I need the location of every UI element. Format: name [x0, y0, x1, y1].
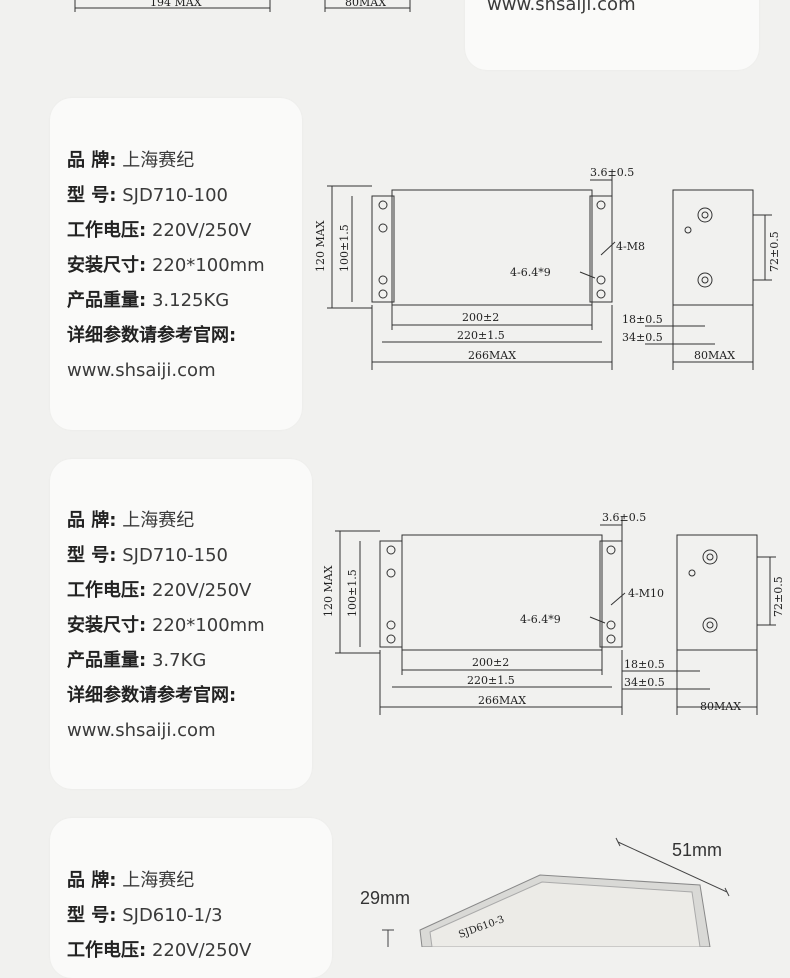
- more-info-label: 详细参数请参考官网:: [67, 685, 237, 706]
- size-label: 安装尺寸:: [67, 255, 147, 276]
- brand-value: 上海赛纪: [122, 870, 195, 891]
- size-value: 220*100mm: [151, 255, 265, 276]
- website-link[interactable]: www.shsaiji.com: [67, 720, 216, 741]
- size-label: 安装尺寸:: [67, 615, 147, 636]
- dim-220: 220±1.5: [457, 329, 505, 342]
- voltage-value: 220V/250V: [151, 940, 252, 961]
- model-value: SJD610-1/3: [122, 905, 223, 926]
- dim-holes: 4-6.4*9: [520, 613, 561, 626]
- size-value: 220*100mm: [151, 615, 265, 636]
- dim-80: 80MAX: [700, 700, 741, 713]
- more-info-label: 详细参数请参考官网:: [67, 325, 237, 346]
- photo-dim-height: 29mm: [360, 888, 411, 908]
- dim-80: 80MAX: [694, 349, 735, 362]
- brand-value: 上海赛纪: [122, 150, 195, 171]
- weight-label: 产品重量:: [67, 650, 147, 671]
- product-card-sjd710-150: [50, 459, 312, 789]
- product-card-sjd710-100: [50, 98, 302, 430]
- photo-dim-length: 51mm: [672, 840, 723, 860]
- top-drawing-fragment: 194 MAX 80MAX: [74, 0, 411, 12]
- voltage-label: 工作电压:: [67, 580, 147, 601]
- dim-72: 72±0.5: [768, 231, 781, 272]
- model-label: 型 号:: [67, 905, 117, 926]
- dim-72: 72±0.5: [772, 576, 785, 617]
- weight-value: 3.7KG: [151, 650, 207, 671]
- dim-100: 100±1.5: [338, 224, 351, 272]
- dim-100: 100±1.5: [346, 569, 359, 617]
- technical-drawing-sjd710-150: 3.6±0.5 4-M10 4-6.4*9 200±2 220±1.5 266M…: [322, 511, 785, 715]
- dim-holes: 4-6.4*9: [510, 266, 551, 279]
- dim-m-screw: 4-M8: [616, 240, 645, 253]
- dim-34: 34±0.5: [622, 331, 663, 344]
- spec-list-sjd710-150: 品 牌: 上海赛纪 型 号: SJD710-150 工作电压: 220V/250…: [67, 503, 265, 748]
- dim-34: 34±0.5: [624, 676, 665, 689]
- top-dim-mid: 80MAX: [345, 0, 386, 9]
- dim-3-6: 3.6±0.5: [590, 166, 634, 179]
- dim-266: 266MAX: [478, 694, 526, 707]
- website-link[interactable]: www.shsaiji.com: [67, 360, 216, 381]
- technical-drawing-sjd710-100: 3.6±0.5 4-M8 4-6.4*9 200±2 220±1.5 266MA…: [314, 166, 781, 370]
- dim-3-6: 3.6±0.5: [602, 511, 646, 524]
- model-label: 型 号:: [67, 185, 117, 206]
- top-url[interactable]: www.shsaiji.com: [487, 0, 636, 15]
- voltage-label: 工作电压:: [67, 940, 147, 961]
- voltage-value: 220V/250V: [151, 220, 252, 241]
- spec-list-sjd610: 品 牌: 上海赛纪 型 号: SJD610-1/3 工作电压: 220V/250…: [67, 863, 251, 968]
- voltage-label: 工作电压:: [67, 220, 147, 241]
- model-value: SJD710-150: [122, 545, 229, 566]
- dim-18: 18±0.5: [622, 313, 663, 326]
- model-value: SJD710-100: [122, 185, 229, 206]
- dim-120: 120 MAX: [322, 565, 335, 617]
- dim-18: 18±0.5: [624, 658, 665, 671]
- dim-266: 266MAX: [468, 349, 516, 362]
- top-dim-left: 194 MAX: [150, 0, 202, 9]
- brand-label: 品 牌:: [67, 150, 117, 171]
- voltage-value: 220V/250V: [151, 580, 252, 601]
- dim-120: 120 MAX: [314, 220, 327, 272]
- weight-value: 3.125KG: [151, 290, 230, 311]
- dim-m-screw: 4-M10: [628, 587, 664, 600]
- weight-label: 产品重量:: [67, 290, 147, 311]
- brand-label: 品 牌:: [67, 510, 117, 531]
- dim-220: 220±1.5: [467, 674, 515, 687]
- spec-list-sjd710-100: 品 牌: 上海赛纪 型 号: SJD710-100 工作电压: 220V/250…: [67, 143, 265, 388]
- top-url-card: www.shsaiji.com: [465, 0, 759, 70]
- dim-200: 200±2: [462, 311, 499, 324]
- brand-value: 上海赛纪: [122, 510, 195, 531]
- product-photo-sjd610: SJD610-3: [382, 837, 730, 947]
- dim-200: 200±2: [472, 656, 509, 669]
- model-label: 型 号:: [67, 545, 117, 566]
- brand-label: 品 牌:: [67, 870, 117, 891]
